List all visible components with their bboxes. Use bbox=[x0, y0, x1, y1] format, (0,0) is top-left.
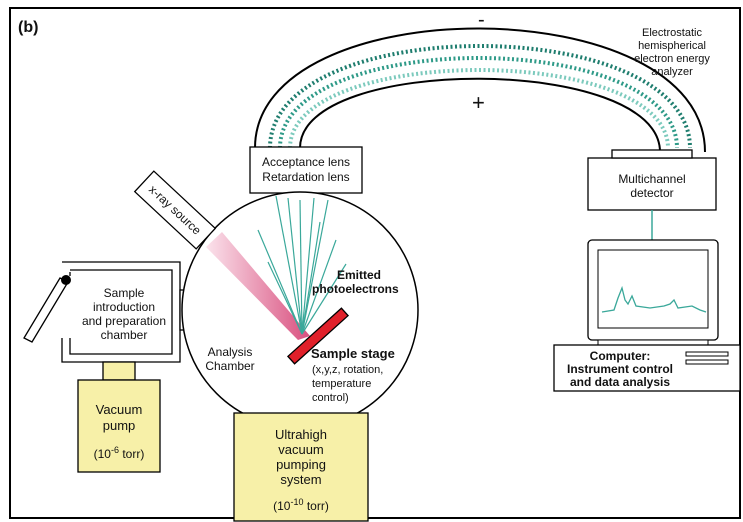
sample-stage-line1: (x,y,z, rotation, bbox=[312, 364, 383, 376]
detector-label-line2: detector bbox=[630, 186, 673, 200]
detector-slot bbox=[611, 149, 693, 159]
analyzer-label-line2: hemispherical bbox=[638, 40, 706, 52]
vacuum-pump-body bbox=[77, 379, 161, 473]
uhv-pump-pressure: (10-10 torr) bbox=[273, 497, 329, 513]
uhv-pump-body bbox=[233, 412, 369, 522]
photoelectrons-label-line1: Emitted bbox=[337, 268, 381, 282]
lens-box bbox=[249, 146, 363, 194]
analyzer-label-line3: electron energy bbox=[634, 53, 710, 65]
sample-chamber-label-line1: Sample bbox=[104, 286, 145, 300]
computer-label-line1: Computer: bbox=[590, 349, 651, 363]
sample-chamber-label-line3: and preparation bbox=[82, 314, 166, 328]
door-hinge bbox=[61, 275, 71, 285]
computer-label-line2: Instrument control bbox=[567, 362, 673, 376]
spectrum-trace bbox=[601, 285, 707, 313]
sample-chamber-label-line4: chamber bbox=[101, 328, 148, 342]
trajectory-light bbox=[288, 68, 670, 149]
lens-label-line1: Acceptance lens bbox=[262, 155, 350, 169]
analyzer-label-line1: Electrostatic bbox=[642, 27, 702, 39]
x-ray-source: x-ray source bbox=[133, 170, 217, 250]
analyzer-inner-arc bbox=[299, 77, 661, 153]
photoelectron-rays bbox=[257, 195, 347, 335]
panel-label: (b) bbox=[18, 19, 38, 36]
uhv-pump-label-line1: Ultrahigh bbox=[275, 427, 327, 442]
disk-slot-1 bbox=[685, 351, 729, 357]
disk-slot-2 bbox=[685, 359, 729, 365]
hemispherical-analyzer bbox=[254, 27, 706, 153]
vacuum-pump-label-line2: pump bbox=[103, 418, 136, 433]
vacuum-pump-label-line1: Vacuum bbox=[96, 402, 143, 417]
computer-label-line3: and data analysis bbox=[570, 375, 670, 389]
chamber-door bbox=[23, 275, 71, 343]
sample-stage-title: Sample stage bbox=[311, 346, 395, 361]
analyzer-label-line4: analyzer bbox=[651, 66, 693, 78]
vacuum-pump-pressure: (10-6 torr) bbox=[94, 445, 145, 461]
analysis-chamber-label-line2: Chamber bbox=[205, 359, 254, 373]
electron-trajectories bbox=[268, 44, 692, 149]
analyzer-minus-sign: - bbox=[478, 9, 485, 31]
sample-chamber-label-line2: introduction bbox=[93, 300, 155, 314]
photoelectrons-label-line2: photoelectrons bbox=[312, 282, 399, 296]
analyzer-plus-sign: + bbox=[472, 90, 485, 115]
analyzer-label: Electrostatic hemispherical electron ene… bbox=[634, 27, 710, 78]
analysis-chamber-label-line1: Analysis bbox=[208, 345, 253, 359]
x-ray-beam bbox=[206, 232, 310, 340]
uhv-pump-label-line4: system bbox=[280, 472, 321, 487]
sample-stage-line2: temperature bbox=[312, 378, 371, 390]
analyzer-outer-arc bbox=[254, 27, 706, 153]
trajectory-mid bbox=[278, 56, 679, 149]
sample-stage-line3: control) bbox=[312, 392, 349, 404]
lens-label-line2: Retardation lens bbox=[262, 170, 349, 184]
vacuum-pump-neck bbox=[102, 361, 136, 381]
computer-monitor bbox=[587, 239, 719, 346]
uhv-pump-label-line2: vacuum bbox=[278, 442, 324, 457]
uhv-pump-label-line3: pumping bbox=[276, 457, 326, 472]
detector-label-line1: Multichannel bbox=[618, 172, 685, 186]
sample-stage bbox=[286, 307, 350, 365]
